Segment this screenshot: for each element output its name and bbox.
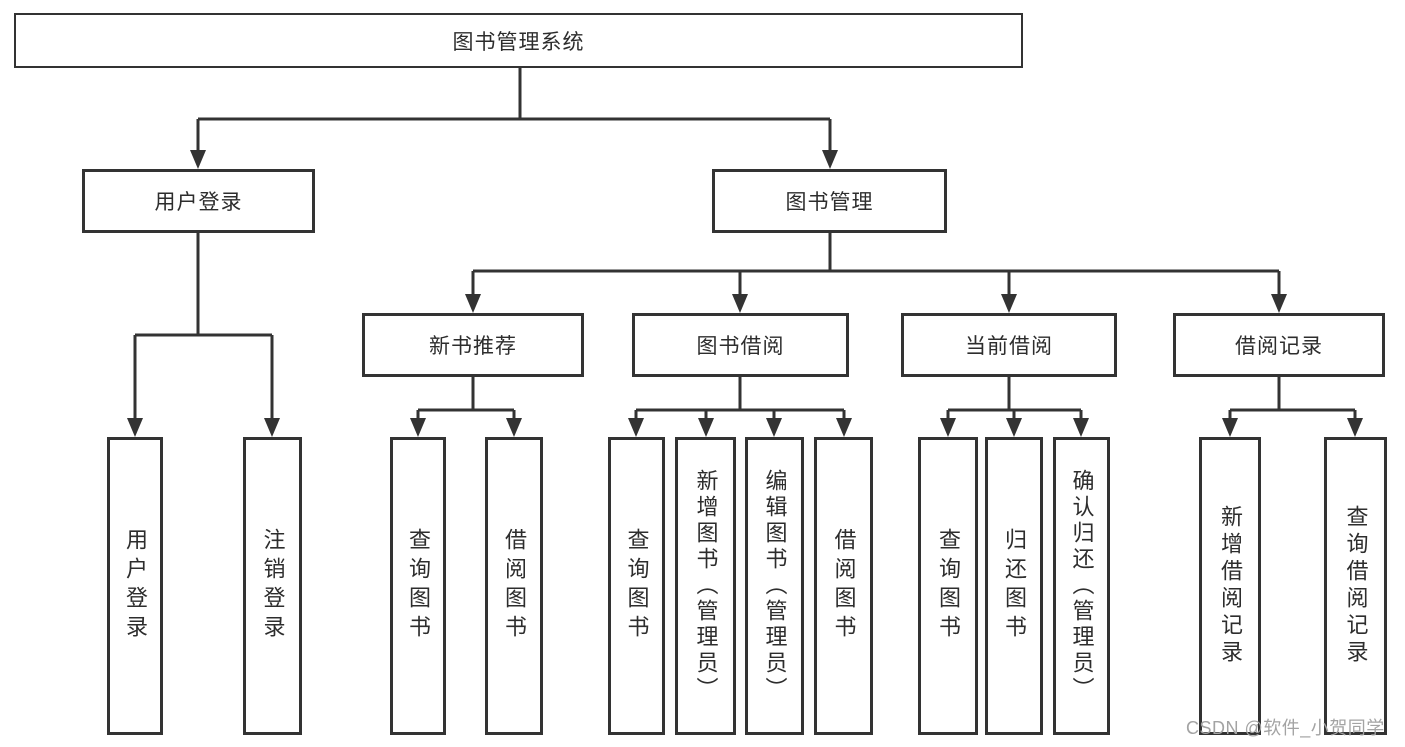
- node-book-management: 图书管理: [712, 169, 947, 233]
- arrowhead-icon: [410, 418, 426, 437]
- arrowhead-icon: [506, 418, 522, 437]
- leaf-return-book: 归还图书: [985, 437, 1043, 735]
- leaf-query-borrow-record: 查询借阅记录: [1324, 437, 1387, 735]
- leaf-query-book-recommend: 查询图书: [390, 437, 446, 735]
- arrowhead-icon: [465, 294, 481, 313]
- node-user-login: 用户登录: [82, 169, 315, 233]
- arrowhead-icon: [264, 418, 280, 437]
- leaf-add-borrow-record: 新增借阅记录: [1199, 437, 1261, 735]
- arrowhead-icon: [732, 294, 748, 313]
- arrowhead-icon: [1001, 294, 1017, 313]
- arrowhead-icon: [822, 150, 838, 169]
- node-root-library-system: 图书管理系统: [14, 13, 1023, 68]
- arrowhead-icon: [1347, 418, 1363, 437]
- leaf-query-book-borrow: 查询图书: [608, 437, 665, 735]
- arrowhead-icon: [766, 418, 782, 437]
- arrowhead-icon: [698, 418, 714, 437]
- leaf-confirm-return-admin: 确认归还（管理员）: [1053, 437, 1110, 735]
- arrowhead-icon: [1271, 294, 1287, 313]
- leaf-borrow-book: 借阅图书: [814, 437, 873, 735]
- arrowhead-icon: [1073, 418, 1089, 437]
- arrowhead-icon: [1222, 418, 1238, 437]
- arrowhead-icon: [127, 418, 143, 437]
- node-new-book-recommend: 新书推荐: [362, 313, 584, 377]
- leaf-edit-book-admin: 编辑图书（管理员）: [745, 437, 804, 735]
- node-borrow-records: 借阅记录: [1173, 313, 1385, 377]
- arrowhead-icon: [940, 418, 956, 437]
- arrowhead-icon: [1006, 418, 1022, 437]
- leaf-add-book-admin: 新增图书（管理员）: [675, 437, 736, 735]
- arrowhead-icon: [190, 150, 206, 169]
- leaf-user-login: 用户登录: [107, 437, 163, 735]
- watermark: CSDN @软件_小贺同学: [1186, 718, 1385, 738]
- leaf-logout: 注销登录: [243, 437, 302, 735]
- node-current-borrow: 当前借阅: [901, 313, 1117, 377]
- leaf-query-book-current: 查询图书: [918, 437, 978, 735]
- arrowhead-icon: [836, 418, 852, 437]
- node-book-borrow: 图书借阅: [632, 313, 849, 377]
- arrowhead-icon: [628, 418, 644, 437]
- leaf-borrow-book-recommend: 借阅图书: [485, 437, 543, 735]
